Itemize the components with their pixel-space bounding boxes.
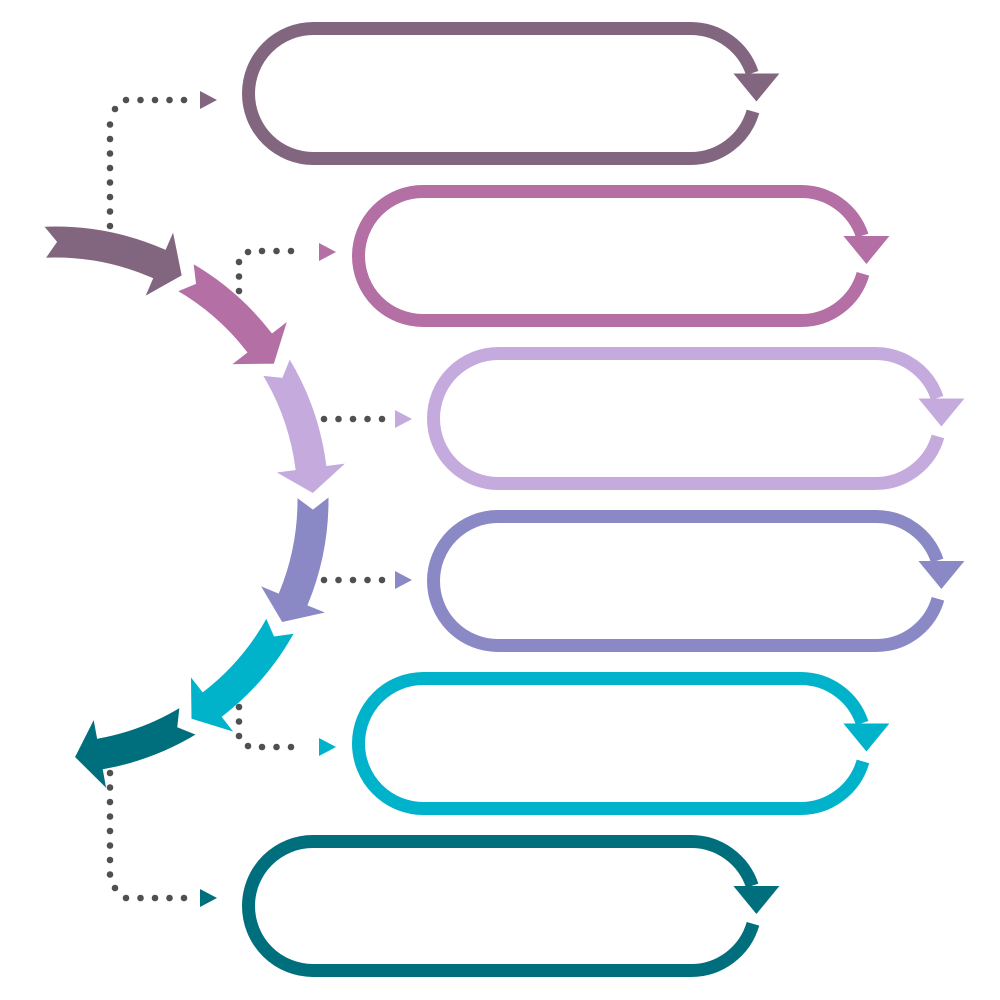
stage-pill-3	[427, 347, 965, 490]
connector-dot	[106, 208, 114, 215]
pill-outline	[242, 835, 760, 977]
connector-dot	[151, 96, 159, 104]
pill-outline	[427, 510, 945, 652]
connector-dot	[166, 96, 173, 104]
connector-arrowhead-icon	[395, 571, 412, 589]
connector-dot	[106, 150, 114, 157]
arc-arrows	[38, 222, 355, 797]
connector-dot	[122, 894, 130, 902]
connector-dot	[106, 784, 114, 791]
connector-arrowhead-icon	[200, 889, 217, 907]
cycle-arrow-5	[187, 612, 300, 738]
connector-arrowhead-icon	[319, 243, 336, 261]
stage-pill-4	[427, 510, 965, 652]
connector-dot	[335, 415, 342, 423]
connector-dot	[378, 415, 386, 423]
connector-arrowhead-icon	[395, 410, 412, 428]
connector-dot	[106, 135, 114, 143]
connector-dot	[235, 258, 243, 266]
stage-pill-2	[352, 185, 890, 327]
connector-arrowhead-icon	[319, 738, 336, 756]
connector-dot	[106, 193, 114, 201]
connector-dot	[106, 769, 114, 777]
pill-arrowhead-icon	[733, 73, 780, 102]
connector-dot	[106, 164, 114, 172]
pill-outline	[242, 22, 760, 165]
connector-dot	[364, 576, 371, 584]
pill-arrowhead-icon	[843, 236, 890, 264]
connector-dot	[258, 743, 266, 751]
cycle-arrow-6	[71, 702, 203, 797]
pill-arrowhead-icon	[733, 886, 780, 914]
pill-arrowhead-icon	[918, 398, 965, 427]
connector-dot	[137, 894, 144, 902]
connector-dot	[166, 894, 173, 902]
connector-dot	[106, 842, 114, 849]
connector-dot	[106, 871, 114, 878]
connector-dot	[320, 415, 328, 423]
connector-dot	[320, 576, 328, 584]
connector-dot	[235, 718, 243, 725]
connector-dot	[122, 96, 130, 104]
connector-dot	[106, 813, 114, 820]
connector-dot	[106, 856, 114, 864]
connector-dot	[106, 798, 114, 806]
connector-dot	[287, 247, 295, 255]
stage-pill-5	[352, 672, 890, 815]
stage-pills	[242, 22, 965, 977]
connector-dot	[106, 121, 114, 128]
cycle-arrow-4	[253, 491, 335, 626]
connector-dot	[349, 576, 357, 584]
connector-dot	[378, 576, 386, 584]
connector-dot	[106, 827, 114, 835]
pill-outline	[352, 672, 870, 815]
cycle-arrow-1	[38, 222, 186, 303]
pill-outline	[427, 347, 945, 490]
connector-dot	[151, 894, 159, 902]
connector-dot	[111, 884, 119, 892]
connector-dot	[235, 287, 243, 295]
connector-dot	[244, 248, 252, 256]
connector-dot	[137, 96, 144, 104]
pill-outline	[352, 185, 870, 327]
connector-dot	[106, 222, 114, 230]
connector-arrowhead-icon	[200, 91, 217, 109]
connectors	[106, 91, 412, 907]
connector-dot	[273, 247, 280, 255]
pill-arrowhead-icon	[918, 561, 965, 589]
connector-dot	[180, 894, 188, 902]
pill-arrowhead-icon	[843, 723, 890, 752]
connector-dot	[349, 415, 357, 423]
stage-pill-6	[242, 835, 780, 977]
connector-dot	[235, 732, 243, 740]
cycle-arrow-2	[171, 258, 293, 368]
connector-dot	[235, 273, 243, 280]
connector-dot	[106, 179, 114, 186]
connector-dot	[287, 743, 295, 751]
connector-dot	[258, 247, 266, 255]
connector-dot	[235, 703, 243, 711]
connector-dot	[364, 415, 371, 423]
connector-dot	[273, 743, 280, 751]
cycle-arrow-3	[257, 352, 355, 497]
connector-dot	[335, 576, 342, 584]
connector-dot	[244, 742, 252, 750]
connector-dot	[111, 105, 119, 113]
connector-dot	[180, 96, 188, 104]
stage-pill-1	[242, 22, 780, 165]
